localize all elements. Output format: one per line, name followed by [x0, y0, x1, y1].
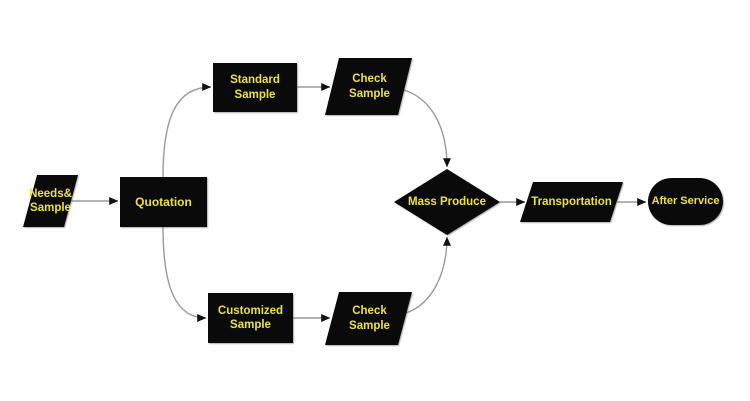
edge-quotation-to-standard-sample: [162, 83, 212, 178]
after-service-shape: [648, 178, 723, 225]
standard-sample-shape: [213, 63, 297, 112]
edge-check-sample-top-to-mass-produce: [403, 89, 451, 168]
customized-sample-shape: [208, 293, 293, 343]
mass-produce-shape: [394, 169, 500, 235]
check-sample-bottom-shape: [325, 292, 412, 345]
transportation-shape: [520, 182, 623, 222]
check-sample-top-shape: [325, 58, 412, 115]
nodes-layer: [23, 58, 723, 345]
edge-quotation-to-customized-sample: [162, 226, 207, 322]
edge-check-sample-bottom-to-mass-produce: [405, 236, 451, 314]
needs-sample-shape: [23, 175, 78, 227]
edges-layer: [71, 83, 647, 322]
quotation-shape: [120, 177, 207, 227]
